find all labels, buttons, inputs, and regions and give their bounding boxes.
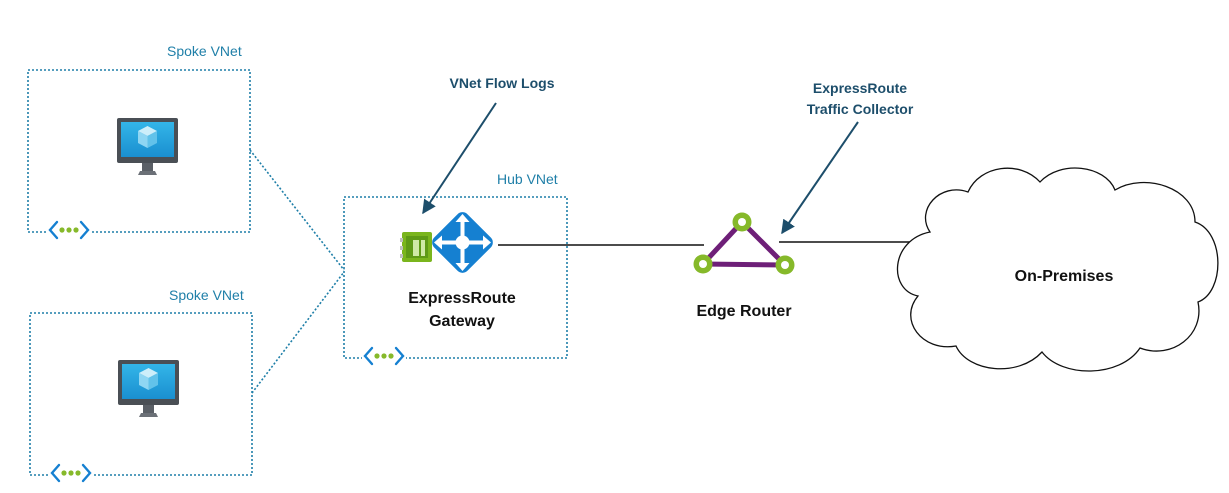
traffic-collector-arrow xyxy=(781,121,859,235)
cloud-icon xyxy=(896,167,1219,372)
vnet-icon xyxy=(49,461,93,485)
spoke-vnet-2-title: Spoke VNet xyxy=(169,287,244,303)
traffic-collector-line2: Traffic Collector xyxy=(806,101,914,117)
gateway-label: ExpressRoute Gateway xyxy=(392,287,532,333)
on-premises-label: On-Premises xyxy=(1014,268,1114,285)
virtual-machine-icon xyxy=(118,360,179,417)
traffic-collector-line1: ExpressRoute xyxy=(812,80,908,96)
traffic-collector-callout: ExpressRoute Traffic Collector xyxy=(780,78,940,120)
vnet-icon xyxy=(362,344,406,368)
edge-router-label: Edge Router xyxy=(696,303,792,320)
gateway-label-line1: ExpressRoute xyxy=(408,290,516,307)
gateway-label-line2: Gateway xyxy=(429,313,495,330)
hub-vnet-title: Hub VNet xyxy=(497,171,558,187)
peering-line-spoke2-hub xyxy=(251,271,345,394)
router-triangle-icon xyxy=(693,212,795,275)
expressroute-gateway-icon xyxy=(400,212,493,273)
vnet-icon xyxy=(47,218,91,242)
virtual-machine-icon xyxy=(117,118,178,175)
flow-logs-callout: VNet Flow Logs xyxy=(449,75,555,91)
flow-logs-arrow xyxy=(422,102,497,215)
spoke-vnet-1-title: Spoke VNet xyxy=(167,43,242,59)
peering-line-spoke1-hub xyxy=(249,149,345,271)
